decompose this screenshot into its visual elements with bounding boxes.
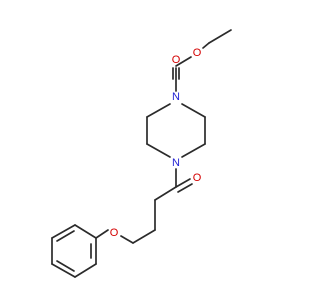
bond — [181, 103, 206, 118]
atom-labels: O O N N O O — [110, 47, 202, 239]
bond — [74, 263, 97, 278]
bonds — [51, 29, 232, 278]
bond — [120, 235, 134, 244]
molecule-structure: O O N N O O — [51, 29, 232, 278]
atom-label: O — [172, 54, 181, 66]
bond — [175, 56, 192, 67]
bond — [202, 42, 210, 49]
bond — [175, 178, 191, 188]
bond — [51, 224, 76, 239]
bond — [56, 230, 75, 242]
bond — [56, 260, 75, 272]
bond — [208, 29, 232, 44]
bond — [74, 224, 97, 239]
bond — [146, 143, 171, 158]
atom-label: O — [193, 172, 202, 184]
structure-canvas: O O N N O O — [51, 29, 232, 278]
bond — [132, 229, 156, 244]
bond — [181, 143, 206, 158]
atom-label: N — [172, 91, 180, 103]
bond — [177, 183, 193, 193]
atom-label: O — [110, 227, 119, 239]
atom-label: N — [172, 157, 180, 169]
atom-label: O — [193, 47, 202, 59]
bond — [154, 186, 177, 201]
bond — [146, 103, 171, 118]
bond — [51, 263, 76, 278]
bond — [95, 229, 109, 239]
